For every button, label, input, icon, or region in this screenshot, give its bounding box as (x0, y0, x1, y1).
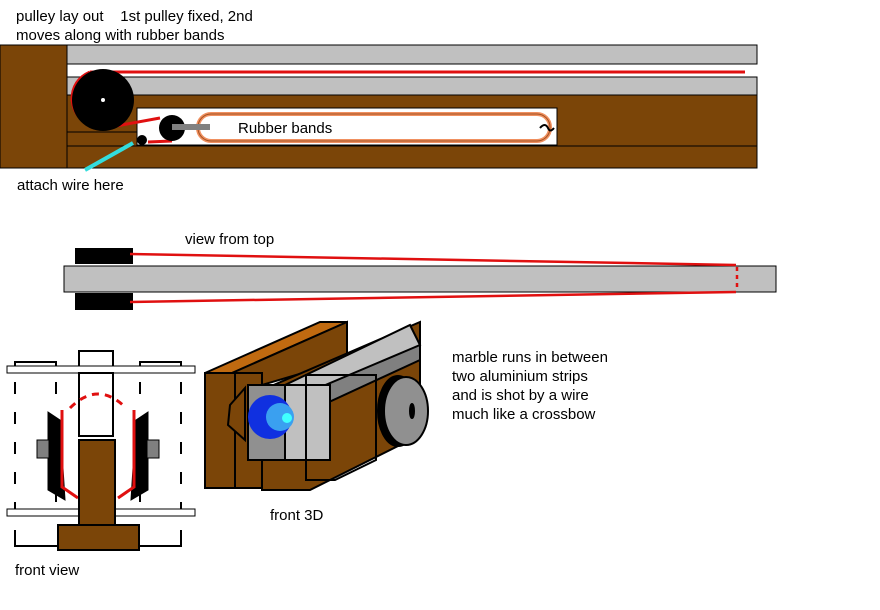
title-line-2: moves along with rubber bands (16, 27, 224, 44)
front-3d-view (204, 320, 429, 491)
attach-wire (84, 141, 134, 172)
description-line: and is shot by a wire (452, 387, 589, 404)
pulley-top-lower (75, 293, 133, 310)
view-from-top-label: view from top (185, 231, 274, 248)
title-line-1: pulley lay out 1st pulley fixed, 2nd (16, 8, 253, 25)
top-view: view from top (63, 231, 777, 310)
description-line: much like a crossbow (452, 406, 596, 423)
description-line: marble runs in between (452, 349, 608, 366)
front-view (6, 350, 196, 551)
aluminium-strip-lower (66, 76, 758, 96)
description-line: two aluminium strips (452, 368, 588, 385)
front-3d-label: front 3D (270, 507, 324, 524)
wire-anchor (137, 135, 147, 145)
rubber-bands-label: Rubber bands (238, 120, 332, 137)
wood-end-block (0, 44, 68, 169)
pulley-top-upper (75, 248, 133, 264)
front-view-label: front view (15, 562, 79, 579)
aluminium-strip-top (66, 44, 758, 65)
top-strip (63, 265, 777, 293)
description: marble runs in between two aluminium str… (452, 349, 608, 423)
attach-wire-label: attach wire here (17, 177, 124, 194)
pulley-layout-side-view: Rubber bands attach wire here (0, 44, 758, 194)
pulley-axle (172, 124, 210, 130)
